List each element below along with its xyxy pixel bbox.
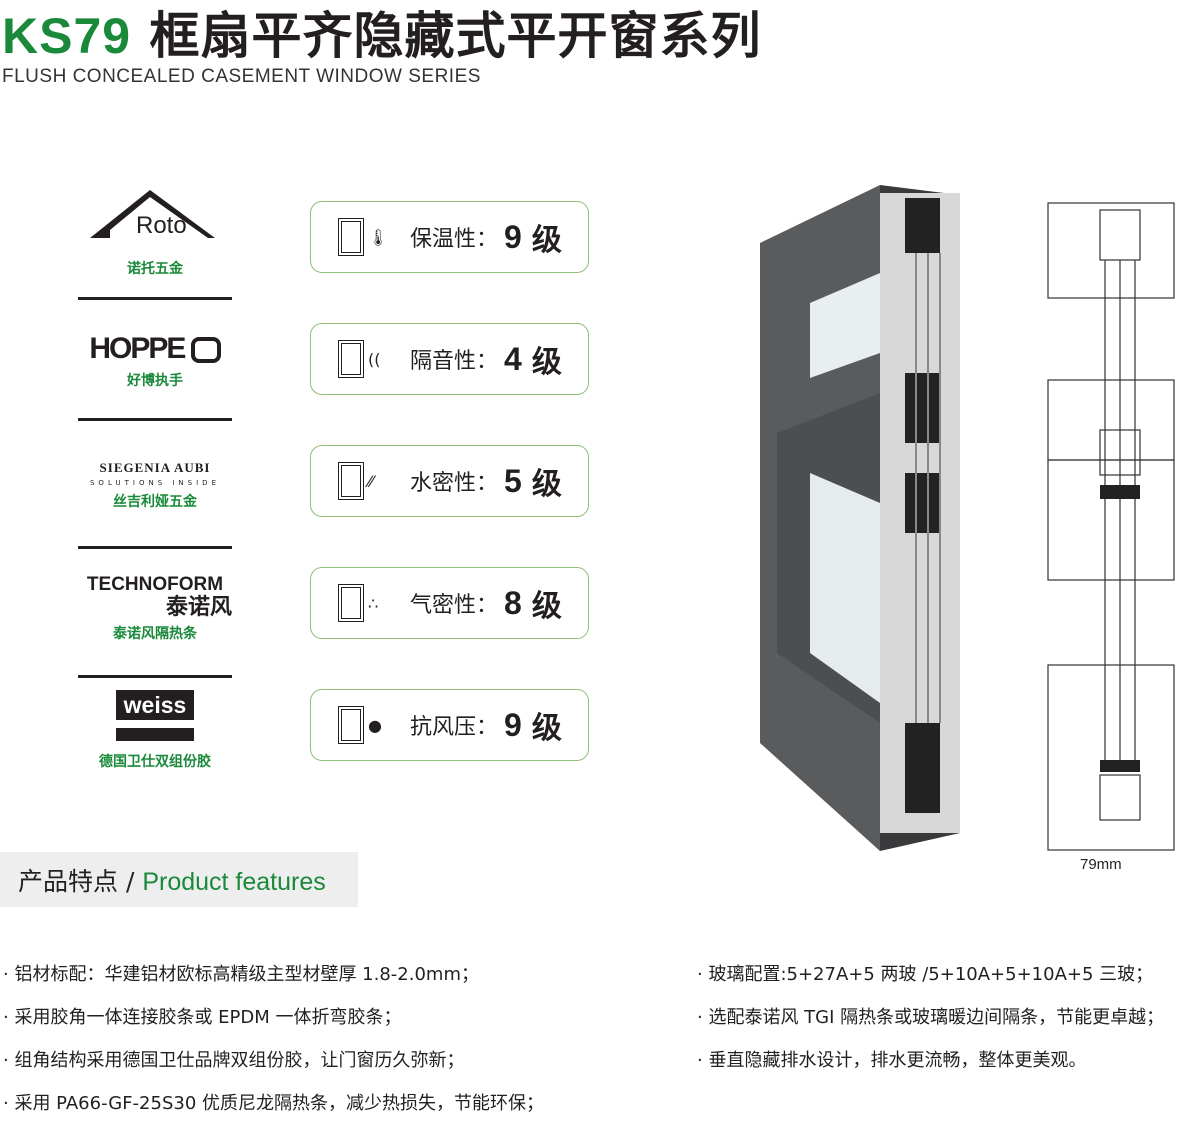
brand-name: 好博执手 [127,373,183,389]
window-profile-render [760,185,960,851]
divider [78,675,232,678]
roto-roof-icon [90,190,215,238]
page-title: KS79 框扇平齐隐藏式平开窗系列 [2,0,762,68]
window-icon [338,218,364,256]
window-icon [338,584,364,622]
brand-logo-text: TECHNOFORM [86,574,224,595]
rating-unit: 级 [531,223,562,258]
divider [78,546,232,549]
rating-unit: 级 [531,589,562,624]
hoppe-emblem-icon [190,337,221,364]
features-heading: 产品特点 / Product features [0,852,358,907]
sound-icon: (( [368,349,381,369]
rating-label: 气密性： [410,593,499,618]
rating-label: 隔音性： [410,349,499,374]
feature-item: · 采用 PA66-GF-25S30 优质尼龙隔热条，减少热损失，节能环保； [3,1093,544,1114]
page-subtitle: FLUSH CONCEALED CASEMENT WINDOW SERIES [2,66,481,87]
rating-unit: 级 [531,711,562,746]
brand-siegenia: SIEGENIA AUBI SOLUTIONS INSIDE 丝吉利娅五金 [78,460,232,511]
brand-logo-text: HOPPE [89,332,186,365]
brand-hoppe: HOPPE 好博执手 [78,332,232,390]
rating-unit: 级 [531,345,562,380]
rating-label: 抗风压： [410,715,499,740]
rating-label: 保温性： [410,227,499,252]
rating-unit: 级 [531,467,562,502]
weiss-bar [116,728,194,741]
brand-logo-text: Roto [136,212,187,239]
feature-item: · 组角结构采用德国卫仕品牌双组份胶，让门窗历久弥新； [3,1050,465,1071]
brand-tagline: SOLUTIONS INSIDE [89,479,220,487]
thermometer-icon: 🌡︎ [368,227,389,247]
feature-item: · 铝材标配：华建铝材欧标高精级主型材壁厚 1.8-2.0mm； [3,964,479,985]
rating-value: 5 [504,462,522,499]
rating-value: 8 [504,584,522,621]
brand-logo-cn: 泰诺风 [165,595,232,620]
window-icon [338,340,364,378]
series-code: KS79 [2,8,132,64]
profile-depth-label: 79mm [1080,856,1122,873]
features-title-cn: 产品特点 / [18,867,143,896]
brand-roto: Roto 诺托五金 [78,188,232,278]
divider [78,418,232,421]
rating-label: 水密性： [410,471,499,496]
cross-section-drawing [1047,202,1175,851]
divider [78,297,232,300]
brand-name: 诺托五金 [127,261,183,277]
rating-value: 4 [504,340,522,377]
wind-icon: ● [368,715,382,735]
feature-item: · 采用胶角一体连接胶条或 EPDM 一体折弯胶条； [3,1007,402,1028]
rating-value: 9 [504,218,522,255]
brand-name: 丝吉利娅五金 [113,494,197,510]
rating-value: 9 [504,706,522,743]
feature-item: · 垂直隐藏排水设计，排水更流畅，整体更美观。 [697,1050,1087,1071]
feature-item: · 玻璃配置:5+27A+5 两玻 /5+10A+5+10A+5 三玻； [697,964,1154,985]
brand-name: 德国卫仕双组份胶 [99,754,211,770]
window-icon [338,706,364,744]
window-icon [338,462,364,500]
series-title: 框扇平齐隐藏式平开窗系列 [149,7,762,65]
water-drops-icon: ⁄⁄ [368,471,374,491]
feature-item: · 选配泰诺风 TGI 隔热条或玻璃暖边间隔条，节能更卓越； [697,1007,1165,1028]
brand-logo-text: weiss [116,690,194,720]
brand-technoform: TECHNOFORM 泰诺风 泰诺风隔热条 [78,574,232,643]
brand-name: 泰诺风隔热条 [113,626,197,642]
features-title-en: Product features [142,868,326,896]
brand-logo-text: SIEGENIA AUBI [99,460,211,475]
brand-weiss: weiss 德国卫仕双组份胶 [78,690,232,771]
air-icon: ∴ [368,593,379,613]
